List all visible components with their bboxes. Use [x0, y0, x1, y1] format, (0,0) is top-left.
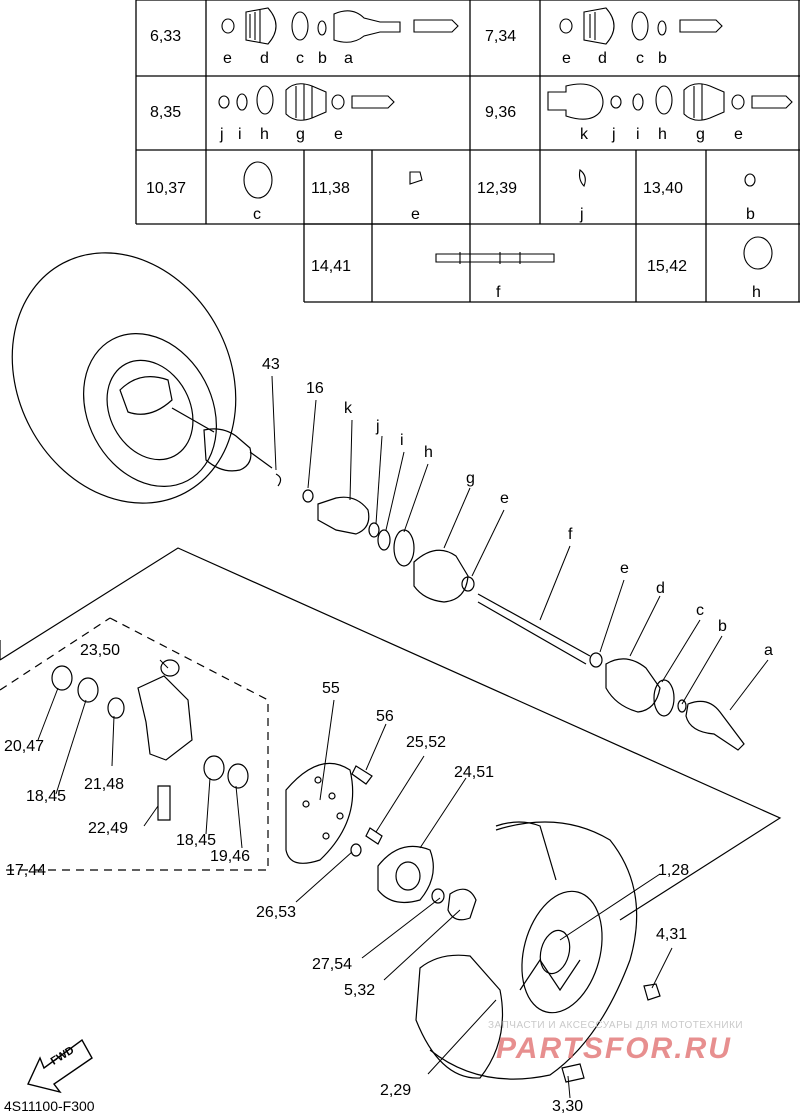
table-sub-letter: e [734, 126, 743, 143]
callout-21-48: 21,48 [84, 776, 125, 793]
callout-18-45-left: 18,45 [26, 788, 67, 805]
table-sub-letter: c [296, 50, 304, 67]
callout-24-51: 24,51 [454, 764, 495, 781]
table-sub-letter: h [260, 126, 269, 143]
table-ref-6-33: 6,33 [150, 28, 182, 45]
table-sub-letter: i [636, 126, 640, 143]
table-ref-10-37: 10,37 [146, 180, 187, 197]
callout-55: 55 [322, 680, 340, 697]
callout-f: f [568, 526, 573, 543]
table-sub-letter: g [296, 126, 305, 143]
table-sub-letter: f [496, 284, 501, 301]
table-sub-letter: e [411, 206, 420, 223]
table-ref-15-42: 15,42 [647, 258, 688, 275]
table-sub-letter: j [612, 126, 616, 143]
callout-43: 43 [262, 356, 280, 373]
table-ref-11-38: 11,38 [311, 180, 350, 197]
table-ref-12-39: 12,39 [477, 180, 518, 197]
callout-j: j [376, 418, 380, 435]
callout-b: b [718, 618, 727, 635]
table-sub-letter: i [238, 126, 242, 143]
diagram-code: 4S11100-F300 [4, 1098, 95, 1114]
callout-5-32: 5,32 [344, 982, 376, 999]
callout-17-44: 17,44 [6, 862, 47, 879]
table-ref-8-35: 8,35 [150, 104, 182, 121]
table-sub-letter: e [334, 126, 343, 143]
callout-2-29: 2,29 [380, 1082, 412, 1099]
table-sub-letter: g [696, 126, 705, 143]
callout-g: g [466, 470, 475, 487]
table-sub-letter: e [223, 50, 232, 67]
table-ref-14-41: 14,41 [311, 258, 352, 275]
table-sub-letter: d [260, 50, 269, 67]
leader-lines [37, 375, 769, 1099]
callout-20-47: 20,47 [4, 738, 45, 755]
fwd-arrow-icon [27, 1038, 93, 1094]
table-sub-letter: c [636, 50, 644, 67]
table-sub-letter: c [253, 206, 261, 223]
watermark-logo: PARTSFOR.RU [496, 1032, 732, 1065]
callout-25-52: 25,52 [406, 734, 447, 751]
callout-18-45-right: 18,45 [176, 832, 217, 849]
callout-h: h [424, 444, 433, 461]
table-sub-letter: b [746, 206, 755, 223]
callout-e-upper: e [500, 490, 509, 507]
callout-e-lower: e [620, 560, 629, 577]
watermark-tagline: ЗАПЧАСТИ И АКСЕССУАРЫ ДЛЯ МОТОТЕХНИКИ [488, 1020, 744, 1031]
table-ref-9-36: 9,36 [485, 104, 517, 121]
exploded-view-drawing [0, 252, 782, 1083]
callout-16: 16 [306, 380, 324, 397]
table-sub-letter: j [580, 206, 584, 223]
callout-56: 56 [376, 708, 394, 725]
table-sub-letter: b [318, 50, 327, 67]
table-sub-letter: a [344, 50, 353, 67]
callout-26-53: 26,53 [256, 904, 297, 921]
callout-3-30: 3,30 [552, 1098, 584, 1115]
table-part-icons [218, 7, 793, 270]
callout-c: c [696, 602, 704, 619]
callout-27-54: 27,54 [312, 956, 353, 973]
table-sub-letter: e [562, 50, 571, 67]
table-sub-letter: d [598, 50, 607, 67]
callout-a: a [764, 642, 773, 659]
table-ref-7-34: 7,34 [485, 28, 517, 45]
table-sub-letter: h [658, 126, 667, 143]
table-ref-13-40: 13,40 [643, 180, 684, 197]
callout-d: d [656, 580, 665, 597]
table-sub-letter: j [220, 126, 224, 143]
callout-19-46: 19,46 [210, 848, 251, 865]
table-sub-letter: h [752, 284, 761, 301]
callout-4-31: 4,31 [656, 926, 688, 943]
callout-1-28: 1,28 [658, 862, 690, 879]
callout-23-50: 23,50 [80, 642, 121, 659]
callout-k: k [344, 400, 352, 417]
callout-i: i [400, 432, 404, 449]
callout-22-49: 22,49 [88, 820, 129, 837]
table-sub-letter: b [658, 50, 667, 67]
table-sub-letter: k [580, 126, 588, 143]
